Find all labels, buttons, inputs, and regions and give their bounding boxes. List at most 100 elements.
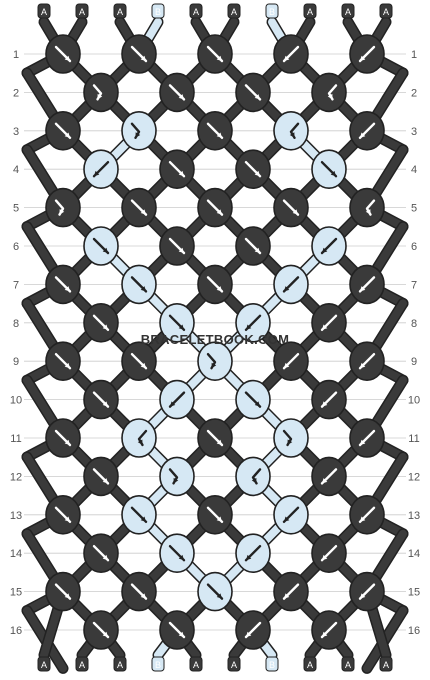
bottom-strand-label: A <box>307 660 313 670</box>
knot-color-a <box>45 34 81 74</box>
arrow-head <box>140 362 146 369</box>
knot-color-a <box>45 264 81 305</box>
arrow-head <box>216 209 222 215</box>
arrow-head <box>140 593 146 599</box>
row-label-right: 5 <box>411 203 417 215</box>
row-label-right: 11 <box>408 433 419 445</box>
bottom-strand-cap <box>189 656 203 672</box>
row-label-right: 1 <box>411 49 417 61</box>
knot-color-a <box>121 34 157 74</box>
arrow-head <box>322 401 328 407</box>
knot-color-a <box>83 302 119 343</box>
arrow-head <box>360 55 366 61</box>
arrow-head <box>178 247 184 253</box>
knot-color-b <box>121 494 157 535</box>
row-label-left: 16 <box>10 625 22 637</box>
arrow-head <box>102 247 108 253</box>
knot-color-a <box>311 302 347 343</box>
knot-color-b <box>159 379 195 420</box>
arrow-head <box>322 478 328 484</box>
row-label-right: 15 <box>408 587 420 599</box>
arrow-head <box>102 631 108 637</box>
bottom-strand-cap <box>227 656 241 672</box>
knot-color-b <box>273 418 309 458</box>
arrow-head <box>135 132 141 138</box>
knot-color-a <box>311 533 347 574</box>
knot-color-a <box>349 34 385 74</box>
arrow-head <box>59 209 65 215</box>
row-label-right: 10 <box>408 395 420 407</box>
arrow-head <box>365 209 371 215</box>
bottom-strand-label: A <box>383 660 389 670</box>
arrow-head <box>284 593 290 599</box>
arrow-head <box>170 401 176 407</box>
knot-color-b <box>159 456 195 497</box>
row-label-right: 6 <box>411 241 417 253</box>
arrow-head <box>284 516 290 522</box>
knot-color-a <box>311 72 347 113</box>
row-label-left: 12 <box>10 471 22 483</box>
knot-color-b <box>311 226 347 266</box>
bottom-strand-label: A <box>79 660 85 670</box>
top-strand-cap <box>75 3 89 19</box>
top-strand-cap <box>113 3 127 19</box>
arrow-head <box>140 55 146 61</box>
arrow-head <box>97 93 103 100</box>
row-label-left: 9 <box>13 356 19 368</box>
knot-color-b <box>235 456 271 497</box>
row-label-right: 7 <box>411 279 417 291</box>
arrow-head <box>64 132 70 138</box>
bottom-strand-cap <box>37 656 51 672</box>
bottom-strand-cap <box>151 656 165 672</box>
row-label-left: 10 <box>10 395 22 407</box>
row-label-right: 2 <box>411 87 417 99</box>
knot-color-a <box>235 610 271 650</box>
arrow-head <box>94 170 100 177</box>
arrow-head <box>254 247 260 253</box>
row-label-right: 9 <box>411 356 417 368</box>
bottom-strand-cap <box>75 656 89 672</box>
bottom-strand-cap <box>113 656 127 672</box>
arrow-head <box>211 362 217 369</box>
arrow-head <box>360 132 366 138</box>
knot-color-a <box>349 571 385 612</box>
knot-color-b <box>159 533 195 574</box>
arrow-head <box>102 324 108 330</box>
arrow-head <box>254 401 260 407</box>
knot-color-a <box>121 341 157 382</box>
knot-color-b <box>311 149 347 189</box>
bottom-strand-label: A <box>231 660 237 670</box>
top-strand-cap <box>303 3 317 19</box>
top-strand-cap <box>265 3 279 19</box>
knot-color-a <box>45 341 81 382</box>
top-strand-label: A <box>383 7 389 17</box>
row-label-left: 13 <box>10 510 22 522</box>
knot-color-a <box>349 494 385 535</box>
top-strand-cap <box>379 3 393 19</box>
arrow-head <box>284 362 290 369</box>
arrow-head <box>292 209 298 215</box>
knot-color-b <box>273 111 309 151</box>
top-strand-cap <box>341 3 355 19</box>
arrow-head <box>360 286 366 292</box>
arrow-head <box>360 593 366 599</box>
knot-color-a <box>45 494 81 535</box>
knot-color-a <box>273 341 309 382</box>
arrow-head <box>64 55 70 61</box>
top-strand-label: A <box>79 7 85 17</box>
knot-color-a <box>159 149 195 189</box>
knot-color-b <box>83 149 119 189</box>
knot-color-a <box>83 379 119 420</box>
bottom-strand-label: A <box>41 660 47 670</box>
knot-color-a <box>83 456 119 497</box>
knot-color-a <box>349 341 385 382</box>
arrow-head <box>360 439 366 445</box>
bottom-strand-label: A <box>345 660 351 670</box>
knot-color-a <box>121 571 157 612</box>
knot-color-a <box>197 111 233 151</box>
arrow-head <box>322 324 328 330</box>
bottom-strand-label: A <box>193 660 199 670</box>
